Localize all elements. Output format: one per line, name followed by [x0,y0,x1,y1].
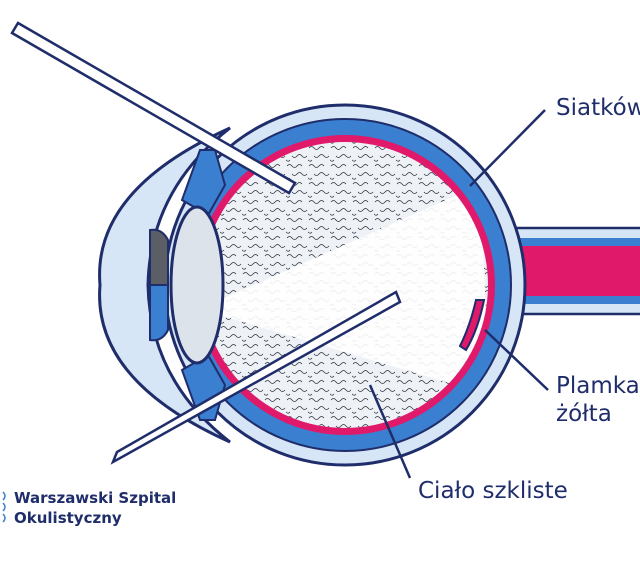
logo-mark [2,491,6,523]
pointer-lines [368,109,549,479]
lens [169,205,225,365]
label-macula-line1: Plamka [556,373,640,399]
label-macula-line2: żółta [556,401,612,427]
label-retina: Siatków [556,95,640,121]
logo-line1: Warszawski Szpital [14,489,177,507]
instrument-lower [110,290,402,465]
hospital-logo: Warszawski Szpital Okulistyczny [14,488,176,528]
macula [458,299,486,352]
instrument-upper [10,21,297,195]
logo-line2: Okulistyczny [14,509,122,527]
label-vitreous: Ciało szkliste [418,478,568,504]
